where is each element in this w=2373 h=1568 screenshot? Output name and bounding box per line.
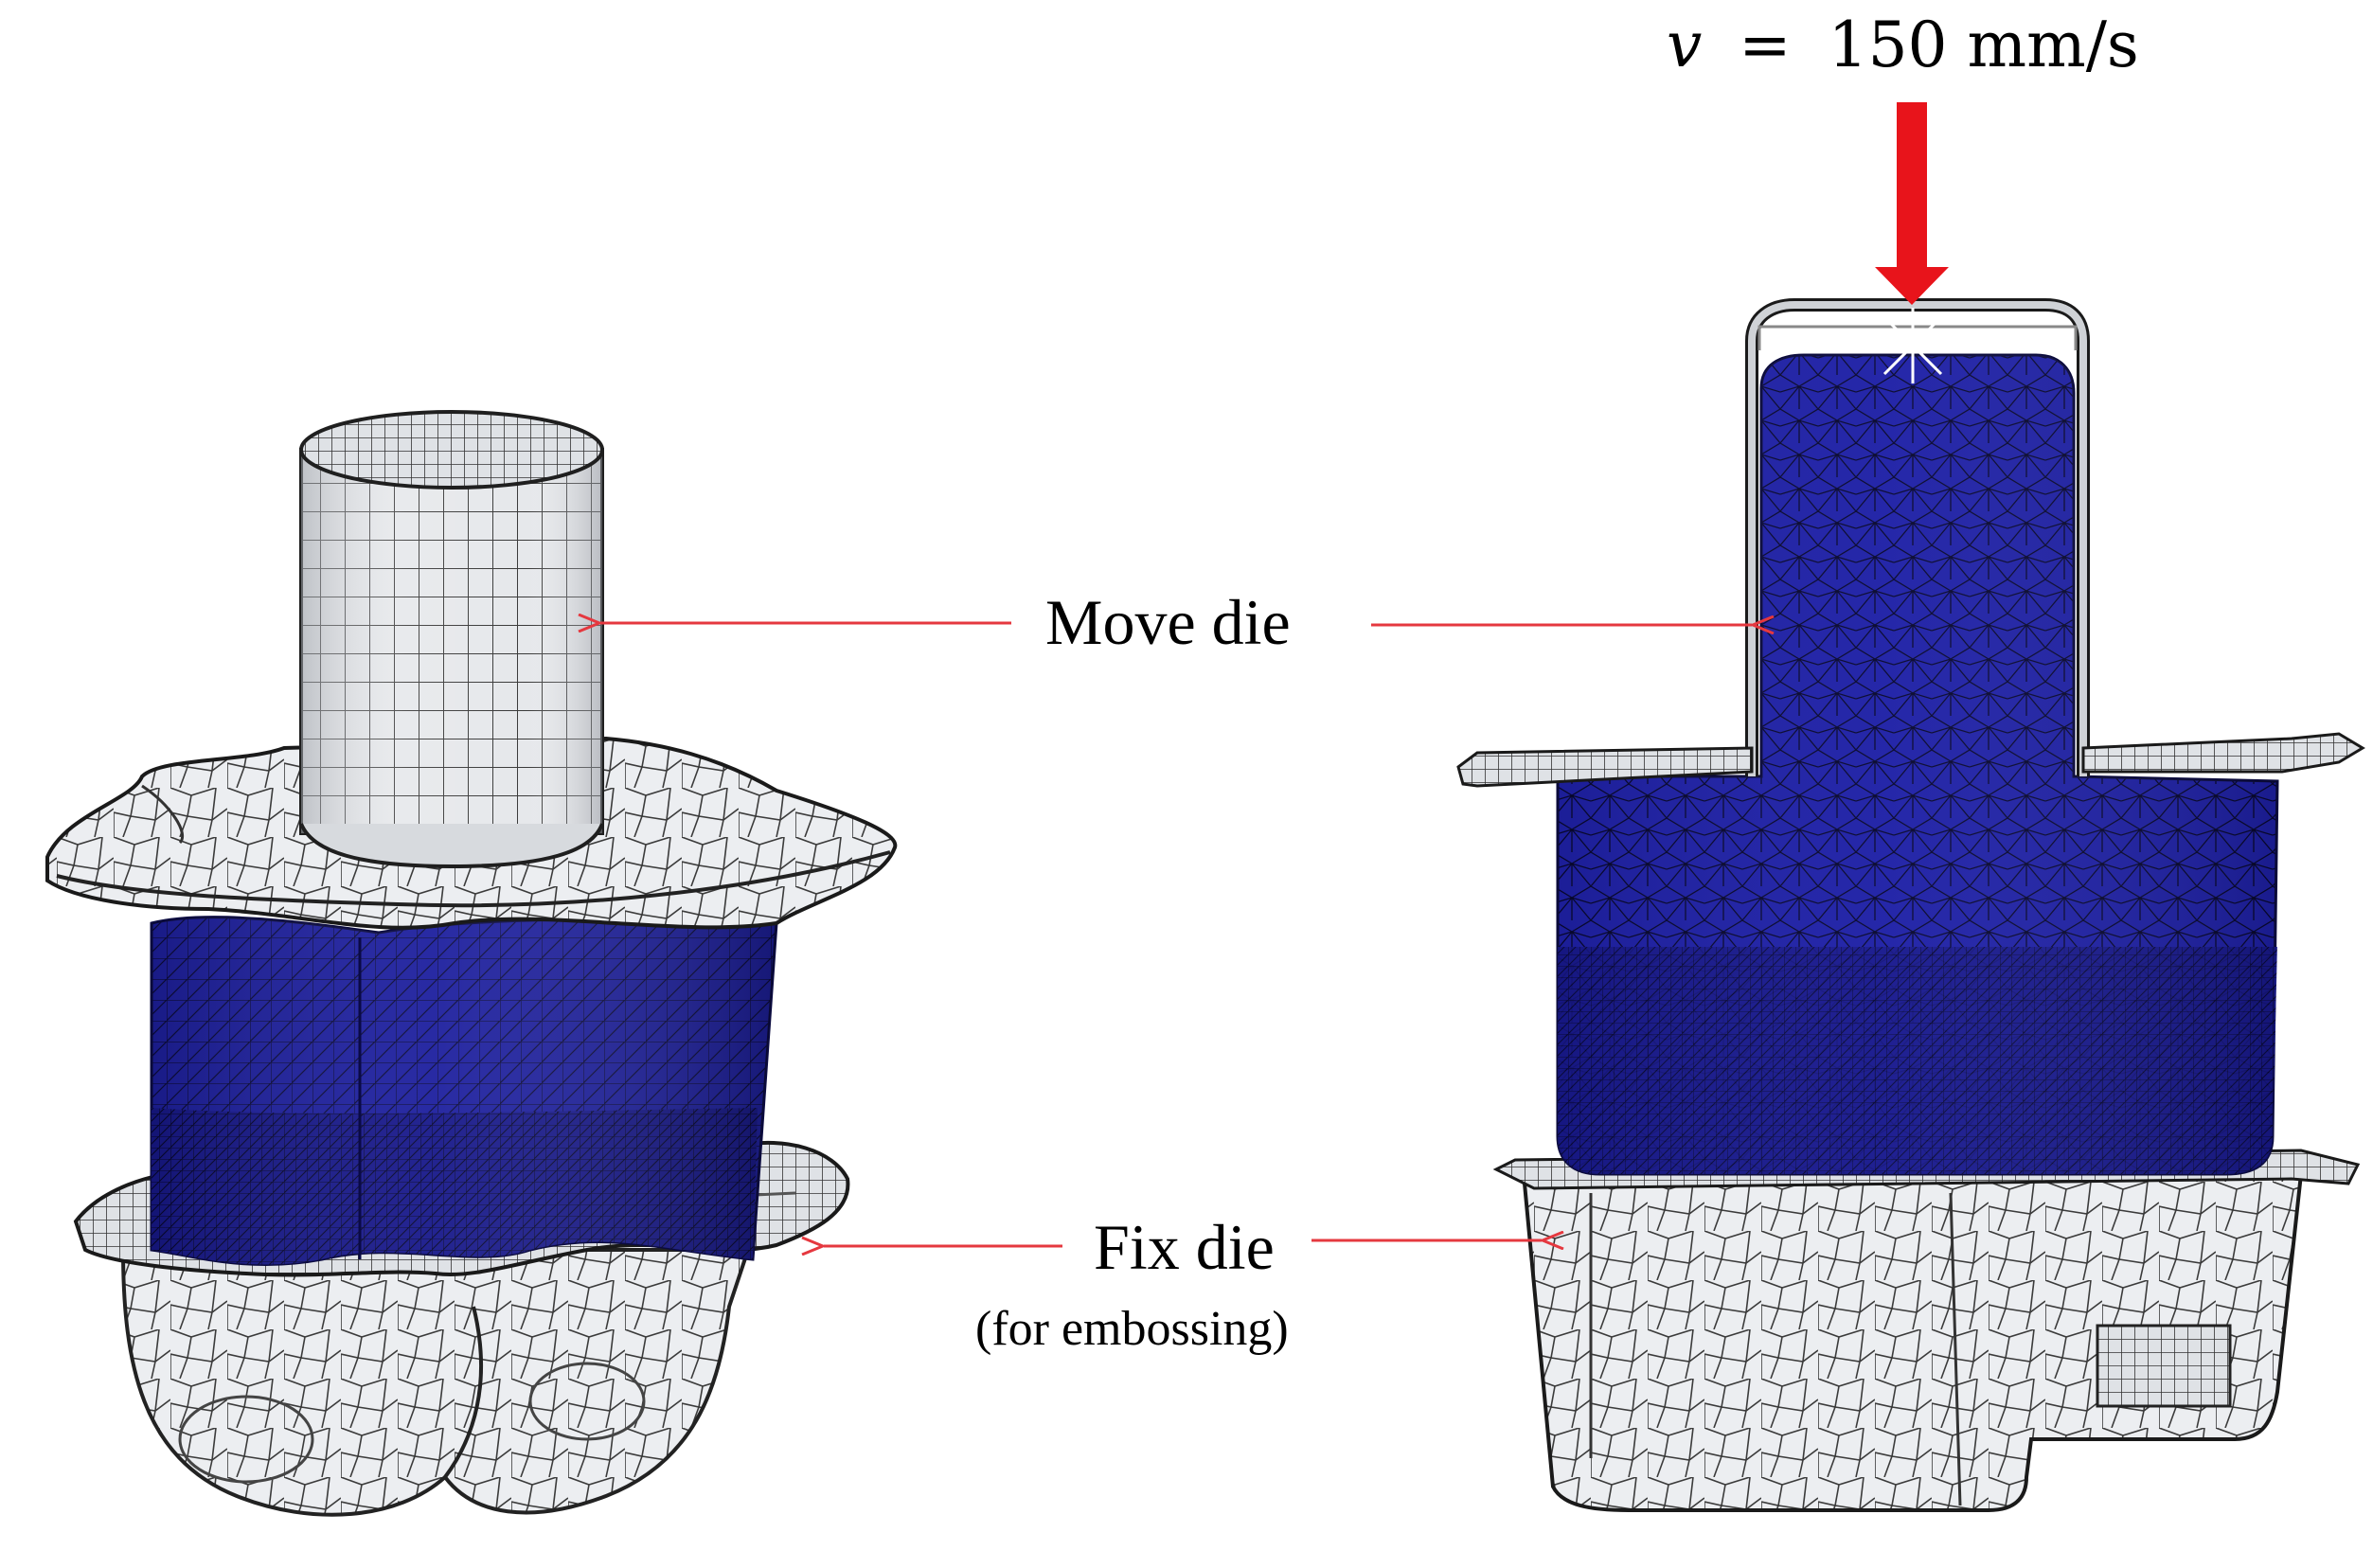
fix-die-note: (for embossing): [975, 1302, 1289, 1356]
right-section-model: [1456, 298, 2365, 1512]
fix-die-pointers: [824, 1240, 1542, 1246]
right-blank-workpiece: [1556, 353, 2279, 1176]
right-fix-die: [1492, 1149, 2361, 1512]
reference-point-icon: [1880, 308, 1946, 383]
velocity-equals: =: [1739, 9, 1791, 81]
move-die-label: Move die: [1045, 586, 1291, 658]
velocity-value: 150 mm/s: [1829, 9, 2139, 81]
velocity-arrow: [1875, 102, 1949, 305]
right-move-die-shell: [1456, 298, 2365, 788]
left-blank-workpiece: [150, 916, 778, 1266]
velocity-label: v = 150 mm/s: [1667, 9, 2139, 81]
move-die-pointers: [600, 623, 1752, 625]
fix-die-label: Fix die: [1094, 1211, 1275, 1283]
left-die-assembly-model: [45, 410, 898, 1517]
velocity-symbol: v: [1667, 9, 1702, 81]
left-move-die-cylinder: [299, 410, 604, 869]
